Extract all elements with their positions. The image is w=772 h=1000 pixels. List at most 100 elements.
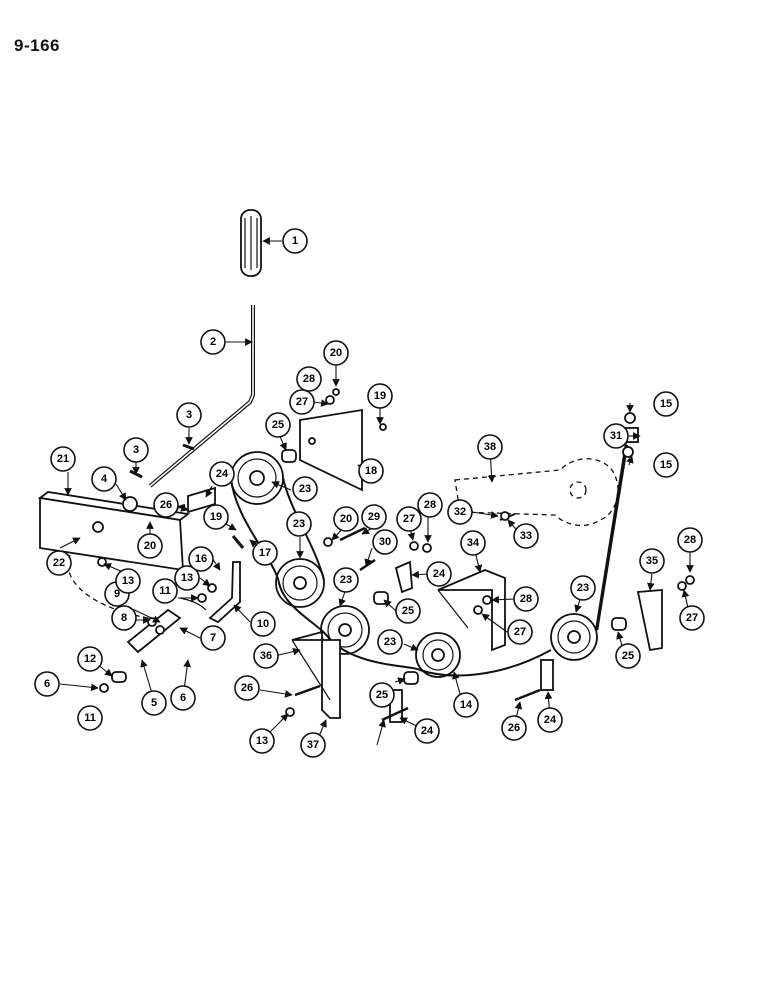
callout-label: 19 — [210, 511, 222, 523]
callout: 11 — [77, 705, 103, 731]
callout-label: 36 — [260, 650, 272, 662]
callout-label: 23 — [340, 574, 352, 586]
callout-label: 2 — [210, 336, 216, 348]
callout: 30 — [372, 529, 398, 555]
callout-label: 26 — [241, 682, 253, 694]
callout-label: 15 — [660, 398, 672, 410]
callout: 23 — [570, 575, 596, 601]
callout: 12 — [77, 646, 103, 672]
callout-label: 13 — [122, 575, 134, 587]
callout: 26 — [153, 492, 179, 518]
callout: 10 — [250, 611, 276, 637]
callout: 1 — [282, 228, 308, 254]
callout-label: 28 — [303, 373, 315, 385]
callout-label: 7 — [210, 632, 216, 644]
callout-label: 8 — [121, 612, 127, 624]
callout: 32 — [447, 499, 473, 525]
callout: 3 — [123, 437, 149, 463]
leader-lines — [59, 237, 694, 746]
callout: 13 — [115, 568, 141, 594]
parts-drawing — [37, 209, 695, 723]
callout-label: 25 — [622, 650, 634, 662]
callout-label: 12 — [84, 653, 96, 665]
callout: 8 — [111, 605, 137, 631]
callout: 17 — [252, 540, 278, 566]
bent-bar-part — [208, 561, 241, 624]
callout: 4 — [91, 466, 117, 492]
callout: 25 — [265, 412, 291, 438]
callout: 16 — [188, 546, 214, 572]
callout-label: 25 — [376, 689, 388, 701]
callout: 27 — [289, 389, 315, 415]
callout: 28 — [296, 366, 322, 392]
bracket-part — [636, 589, 663, 652]
callout-label: 9 — [114, 588, 120, 600]
callout-label: 3 — [186, 409, 192, 421]
callout-label: 26 — [160, 499, 172, 511]
callout-label: 25 — [402, 605, 414, 617]
callout-label: 25 — [272, 419, 284, 431]
bracket-part — [540, 659, 554, 691]
callout-label: 23 — [384, 636, 396, 648]
callout-label: 34 — [467, 537, 480, 549]
callout: 15 — [653, 452, 679, 478]
callout-label: 4 — [101, 473, 108, 485]
callout-label: 28 — [520, 593, 532, 605]
callout-label: 27 — [296, 396, 308, 408]
lever-outline-part — [454, 458, 619, 527]
callout: 24 — [414, 718, 440, 744]
callout: 28 — [677, 527, 703, 553]
callout-label: 22 — [53, 557, 65, 569]
callout-label: 33 — [520, 530, 532, 542]
callout: 13 — [174, 565, 200, 591]
callout-label: 29 — [368, 511, 380, 523]
callout-label: 27 — [686, 612, 698, 624]
callout-label: 19 — [374, 390, 386, 402]
callout-label: 38 — [484, 441, 496, 453]
callout-label: 24 — [544, 714, 557, 726]
callout: 36 — [253, 643, 279, 669]
callout: 24 — [537, 707, 563, 733]
callout-label: 32 — [454, 506, 466, 518]
callout-label: 5 — [151, 697, 157, 709]
callout: 31 — [603, 423, 629, 449]
mounting-plate-part — [299, 408, 363, 492]
pulley-part — [550, 613, 598, 661]
callout-label: 10 — [257, 618, 269, 630]
callout: 6 — [34, 671, 60, 697]
callout-label: 35 — [646, 555, 658, 567]
callout: 38 — [477, 434, 503, 460]
callout: 33 — [513, 523, 539, 549]
callout-label: 6 — [44, 678, 50, 690]
callout-label: 20 — [144, 540, 156, 552]
page-number: 9-166 — [14, 36, 60, 55]
callout: 13 — [249, 728, 275, 754]
callout-label: 37 — [307, 739, 319, 751]
callout-label: 24 — [216, 468, 229, 480]
callout-label: 14 — [460, 699, 473, 711]
callout-label: 28 — [684, 534, 696, 546]
callout: 20 — [323, 340, 349, 366]
callout: 18 — [358, 458, 384, 484]
callout-label: 18 — [365, 465, 377, 477]
callout: 25 — [395, 598, 421, 624]
callout: 27 — [507, 619, 533, 645]
callout: 27 — [679, 605, 705, 631]
callout: 23 — [286, 511, 312, 537]
callout: 35 — [639, 548, 665, 574]
callout: 15 — [653, 391, 679, 417]
callout-label: 26 — [508, 722, 520, 734]
callout: 27 — [396, 506, 422, 532]
lever-rod-part — [148, 305, 255, 488]
callout: 23 — [377, 629, 403, 655]
bracket-part — [291, 630, 341, 719]
bracket-part — [394, 560, 413, 594]
callout: 23 — [292, 476, 318, 502]
callout-label: 28 — [424, 499, 436, 511]
callout-label: 31 — [610, 430, 622, 442]
callout: 21 — [50, 446, 76, 472]
callout-label: 23 — [299, 483, 311, 495]
callout: 19 — [367, 383, 393, 409]
callout-label: 21 — [57, 453, 69, 465]
